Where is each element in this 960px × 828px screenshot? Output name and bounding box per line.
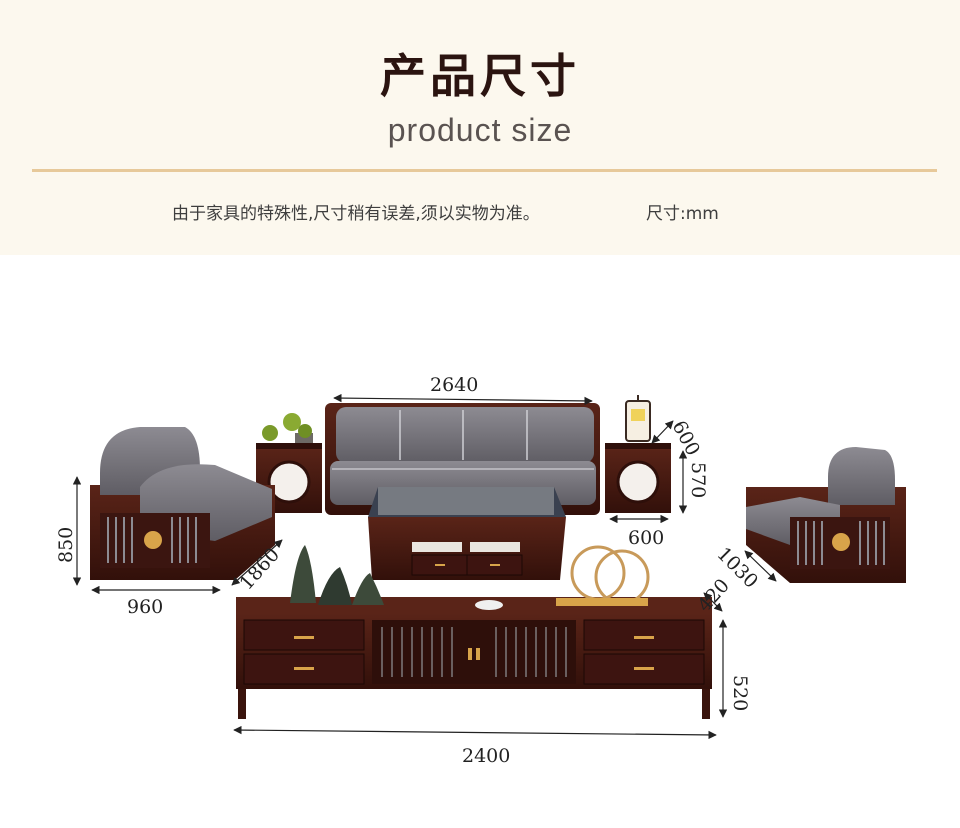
loveseat — [90, 427, 275, 580]
furniture-dimension-diagram: 2640 600 570 600 850 960 1860 1030 420 5… — [55, 374, 906, 767]
dimension-lines — [72, 393, 777, 740]
dim-side-table-depth: 600 — [668, 417, 704, 459]
table-lamp — [625, 395, 651, 442]
side-table-right — [605, 443, 671, 513]
coffee-table — [368, 487, 566, 580]
dim-sofa-width: 2640 — [430, 374, 478, 396]
bonsai-decor — [262, 413, 313, 443]
tv-cabinet — [236, 545, 712, 719]
dim-loveseat-height: 850 — [55, 527, 77, 563]
dim-tv-cabinet-height: 520 — [729, 675, 751, 711]
divider — [32, 169, 937, 172]
armchair — [746, 447, 906, 583]
dim-side-table-width: 600 — [628, 527, 664, 549]
page-title: 产品尺寸 — [380, 49, 580, 103]
dim-tv-cabinet-width: 2400 — [462, 745, 510, 767]
disclaimer-text: 由于家具的特殊性,尺寸稍有误差,须以实物为准。 — [172, 204, 540, 224]
unit-text: 尺寸:mm — [646, 204, 719, 224]
dim-side-table-height: 570 — [687, 462, 709, 498]
header-banner: 产品尺寸 product size 由于家具的特殊性,尺寸稍有误差,须以实物为准… — [0, 0, 960, 255]
page-subtitle: product size — [387, 112, 573, 148]
dim-loveseat-width: 960 — [127, 596, 163, 618]
